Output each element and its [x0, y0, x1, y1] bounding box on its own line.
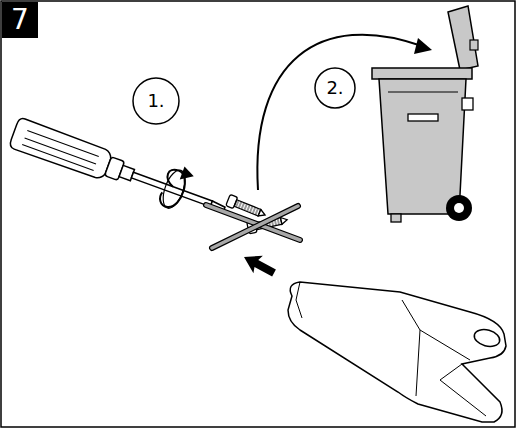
number-text: 7 — [11, 6, 29, 34]
screws — [206, 194, 300, 248]
waste-bin — [372, 6, 478, 222]
screwdriver — [8, 108, 234, 227]
crevice-nozzle — [288, 282, 506, 422]
step-number-box: 7 — [2, 2, 38, 38]
callout-number: 1. — [132, 77, 180, 125]
callout-number: 2. — [314, 67, 356, 109]
number-text: 2. — [326, 79, 343, 97]
number-text: 1. — [147, 92, 164, 110]
push-arrow — [239, 248, 278, 282]
